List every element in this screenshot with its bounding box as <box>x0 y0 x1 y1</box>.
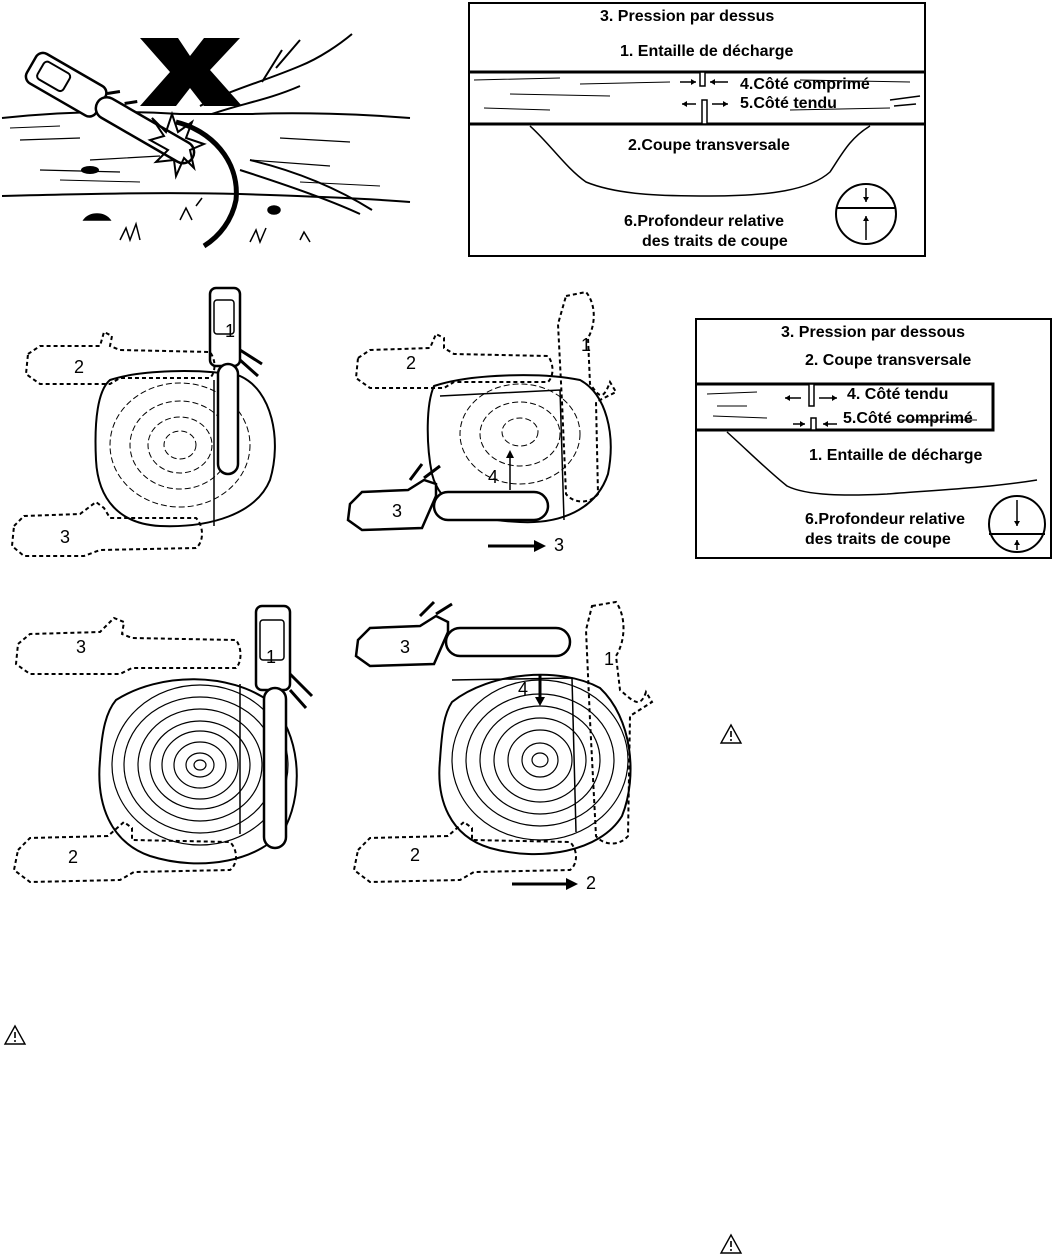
move-arrow-label: 3 <box>554 535 565 555</box>
log-cut-b-drawing <box>346 290 618 552</box>
depth-label-line1: 6.Profondeur relative <box>805 511 966 528</box>
log-cut-d: 1 2 3 4 2 <box>340 600 660 900</box>
relief-cut-label: 1. Entaille de décharge <box>809 447 983 464</box>
chainsaw-1-icon <box>208 286 263 476</box>
chainsaw-1-icon <box>556 290 618 503</box>
saw-label-2: 2 <box>410 845 421 865</box>
warning-icon <box>719 723 743 744</box>
relief-cut-label: 1. Entaille de décharge <box>620 43 794 60</box>
log-cut-b: 1 2 3 4 3 <box>340 284 640 574</box>
chainsaw-1-icon <box>584 600 654 845</box>
saw-label-1: 1 <box>604 649 615 669</box>
chainsaw-2-icon <box>352 820 577 884</box>
push-arrow-label: 4 <box>488 467 499 487</box>
compressed-side-label: 5.Côté comprimé <box>843 410 973 427</box>
underside-pressure-diagram: 3. Pression par dessous 2. Coupe transve… <box>695 318 1052 559</box>
overhead-log-drawing <box>470 70 924 245</box>
chainsaw-2-icon <box>24 330 216 385</box>
branch <box>199 33 373 215</box>
fallen-log <box>1 110 411 203</box>
crosscut-label: 2.Coupe transversale <box>628 137 790 154</box>
chainsaw-3-icon <box>354 600 572 668</box>
crosscut-label: 2. Coupe transversale <box>805 352 972 369</box>
log-cut-d-drawing <box>352 600 654 890</box>
kickback-burst <box>147 110 207 180</box>
kickback-illustration <box>1 33 411 249</box>
saw-label-1: 1 <box>225 321 236 341</box>
saw-label-2: 2 <box>68 847 79 867</box>
depth-label-line1: 6.Profondeur relative <box>624 213 785 230</box>
depth-label-line2: des traits de coupe <box>642 233 788 250</box>
saw-label-3: 3 <box>60 527 71 547</box>
depth-label-line2: des traits de coupe <box>805 531 951 548</box>
saw-label-3: 3 <box>76 637 87 657</box>
chainsaw-3-icon <box>10 500 203 557</box>
ground-debris <box>82 197 311 245</box>
diagram-title: 3. Pression par dessus <box>600 8 775 25</box>
overhead-pressure-diagram: 3. Pression par dessus 1. Entaille de dé… <box>468 2 926 257</box>
underside-log-drawing <box>697 382 1046 553</box>
log-cut-c: 1 2 3 <box>0 600 330 900</box>
chainsaw-3-icon <box>14 616 242 675</box>
diagram-title: 3. Pression par dessous <box>781 324 966 341</box>
chainsaw-1-icon <box>254 604 314 850</box>
saw-label-3: 3 <box>392 501 403 521</box>
move-arrow-label: 2 <box>586 873 597 893</box>
tension-side-label: 5.Côté tendu <box>740 95 837 112</box>
saw-label-1: 1 <box>266 647 277 667</box>
log-cut-a-drawing <box>10 286 276 557</box>
chainsaw-3-icon <box>346 463 550 532</box>
chainsaw-2-icon <box>354 332 554 389</box>
push-arrow-label: 4 <box>518 679 529 699</box>
saw-label-2: 2 <box>406 353 417 373</box>
chainsaw-icon <box>24 51 196 165</box>
saw-label-3: 3 <box>400 637 411 657</box>
chainsaw-2-icon <box>12 820 237 884</box>
curved-branch <box>175 119 239 249</box>
warning-icon <box>3 1024 27 1045</box>
prohibited-x-icon <box>140 38 242 106</box>
warning-icon <box>719 1233 743 1254</box>
cut-depth-circle-icon <box>988 495 1046 553</box>
tension-side-label: 4. Côté tendu <box>847 386 949 403</box>
saw-label-1: 1 <box>581 335 592 355</box>
log-cut-c-drawing <box>12 604 314 884</box>
log-cut-a: 1 2 3 <box>0 280 300 570</box>
cut-depth-circle-icon <box>835 183 897 245</box>
saw-label-2: 2 <box>74 357 85 377</box>
